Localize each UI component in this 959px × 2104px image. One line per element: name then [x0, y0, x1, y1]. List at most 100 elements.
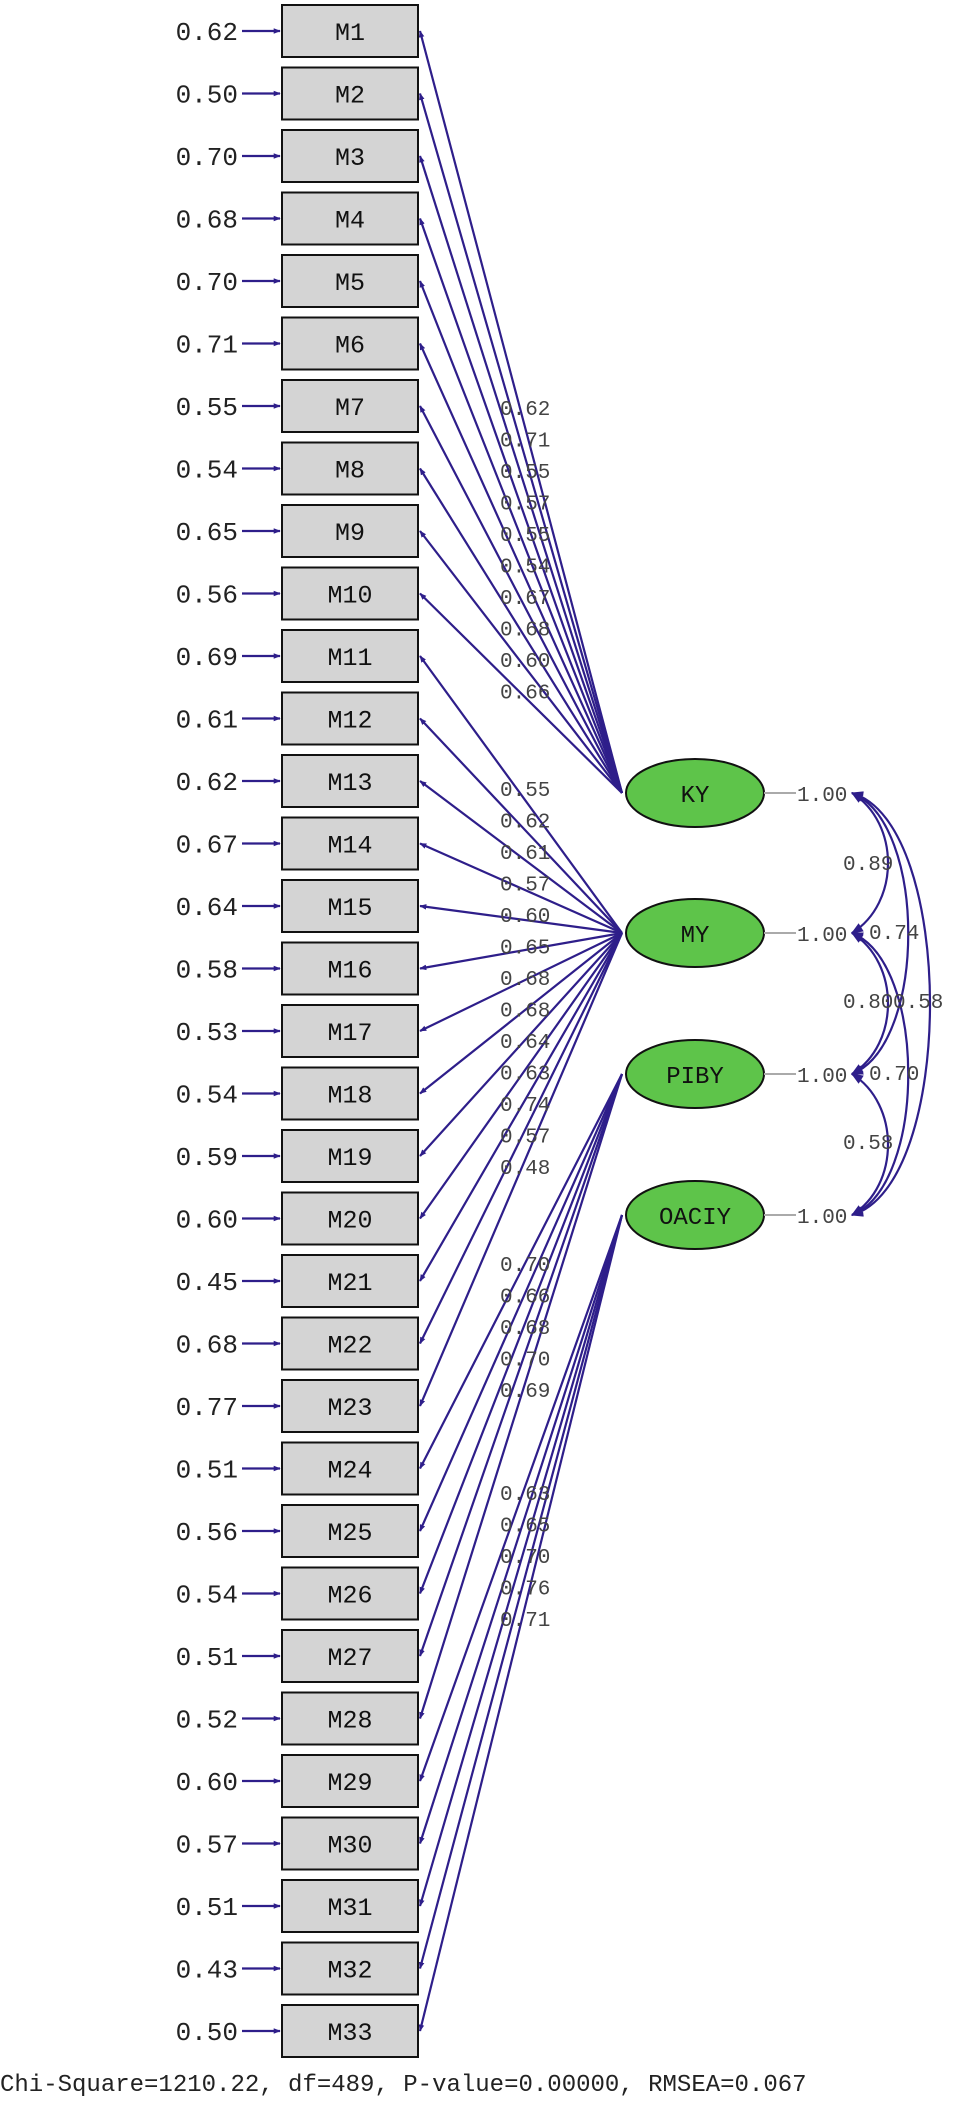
error-variance-label: 0.51 — [176, 1893, 238, 1923]
loading-label: 0.71 — [500, 1610, 550, 1633]
indicator-label: M28 — [327, 1707, 372, 1736]
error-variance-label: 0.71 — [176, 331, 238, 361]
loading-path — [419, 592, 623, 794]
indicator-label: M26 — [327, 1582, 372, 1611]
error-variance-label: 0.60 — [176, 1206, 238, 1236]
indicator-boxes: M10.62M20.50M30.70M40.68M50.70M60.71M70.… — [176, 4, 419, 2058]
indicator-box — [281, 379, 419, 433]
indicator-box — [281, 629, 419, 683]
loading-path — [419, 904, 623, 935]
indicator-box — [281, 1879, 419, 1933]
indicator-label: M11 — [327, 644, 372, 673]
error-variance-label: 0.56 — [176, 581, 238, 611]
error-variance-label: 0.60 — [176, 1768, 238, 1798]
correlation-arc — [850, 931, 910, 1217]
indicator-box — [281, 441, 419, 496]
loading-path — [418, 1214, 624, 1845]
latent-label: PIBY — [666, 1064, 724, 1091]
indicator-label: M25 — [327, 1519, 372, 1548]
error-variance-label: 0.64 — [176, 893, 238, 923]
variance-label: 1.00 — [797, 785, 847, 808]
indicator-m7: M70.55 — [176, 379, 419, 433]
indicator-label: M8 — [335, 457, 365, 486]
error-variance-label: 0.68 — [176, 206, 238, 236]
indicator-box — [281, 1191, 419, 1246]
loading-path — [418, 1073, 624, 1720]
error-variance-label: 0.68 — [176, 1331, 238, 1361]
indicator-label: M12 — [327, 707, 372, 736]
loading-label: 0.60 — [500, 906, 550, 929]
correlation-arc — [850, 1073, 890, 1216]
indicator-label: M2 — [335, 82, 365, 111]
loading-path — [418, 92, 624, 794]
loading-path — [418, 1073, 624, 1657]
loading-path — [419, 932, 623, 1095]
error-variance-label: 0.54 — [176, 456, 238, 486]
loading-label: 0.66 — [500, 1287, 550, 1310]
loading-label: 0.68 — [500, 1318, 550, 1341]
loading-label: 0.67 — [500, 588, 550, 611]
loading-path — [418, 1214, 624, 1907]
correlation-label: 0.74 — [869, 923, 919, 946]
indicator-box — [281, 4, 419, 58]
variance-label: 1.00 — [797, 1066, 847, 1089]
loading-path — [418, 342, 624, 794]
loading-path — [419, 1073, 623, 1470]
loading-label: 0.64 — [500, 1032, 550, 1055]
indicator-box — [281, 1129, 419, 1183]
error-variance-label: 0.69 — [176, 643, 238, 673]
variance-label: 1.00 — [797, 925, 847, 948]
loading-label: 0.68 — [500, 620, 550, 643]
loading-path — [419, 717, 623, 934]
loading-label: 0.66 — [500, 683, 550, 706]
indicator-m1: M10.62 — [176, 4, 419, 58]
error-variance-label: 0.62 — [176, 18, 238, 48]
indicator-label: M17 — [327, 1019, 372, 1048]
latent-label: OACIY — [659, 1205, 731, 1232]
indicator-label: M21 — [327, 1269, 372, 1298]
indicator-label: M4 — [335, 207, 365, 236]
indicator-box — [281, 1254, 419, 1308]
loading-path — [419, 932, 623, 1032]
error-variance-label: 0.62 — [176, 768, 238, 798]
indicator-label: M31 — [327, 1894, 372, 1923]
loading-path — [418, 932, 624, 1407]
indicator-label: M23 — [327, 1394, 372, 1423]
loading-path — [419, 932, 623, 1157]
indicator-box — [281, 1316, 419, 1371]
loading-label: 0.74 — [500, 1095, 550, 1118]
indicator-label: M24 — [327, 1457, 372, 1486]
loading-label: 0.70 — [500, 1255, 550, 1278]
indicator-box — [281, 1629, 419, 1683]
loading-path — [418, 155, 624, 794]
loading-label: 0.70 — [500, 1547, 550, 1570]
indicator-label: M27 — [327, 1644, 372, 1673]
indicator-box — [281, 66, 419, 121]
error-variance-label: 0.52 — [176, 1706, 238, 1736]
indicator-box — [281, 1816, 419, 1871]
error-variance-label: 0.65 — [176, 518, 238, 548]
indicator-box — [281, 1441, 419, 1496]
loading-label: 0.76 — [500, 1579, 550, 1602]
correlation-arc — [850, 792, 890, 934]
error-variance-label: 0.54 — [176, 1081, 238, 1111]
error-variance-label: 0.70 — [176, 268, 238, 298]
loading-path — [418, 1214, 624, 1782]
loading-label: 0.55 — [500, 780, 550, 803]
indicator-box — [281, 1691, 419, 1746]
loading-path — [418, 280, 624, 794]
loading-label: 0.63 — [500, 1484, 550, 1507]
loading-label: 0.65 — [500, 938, 550, 961]
